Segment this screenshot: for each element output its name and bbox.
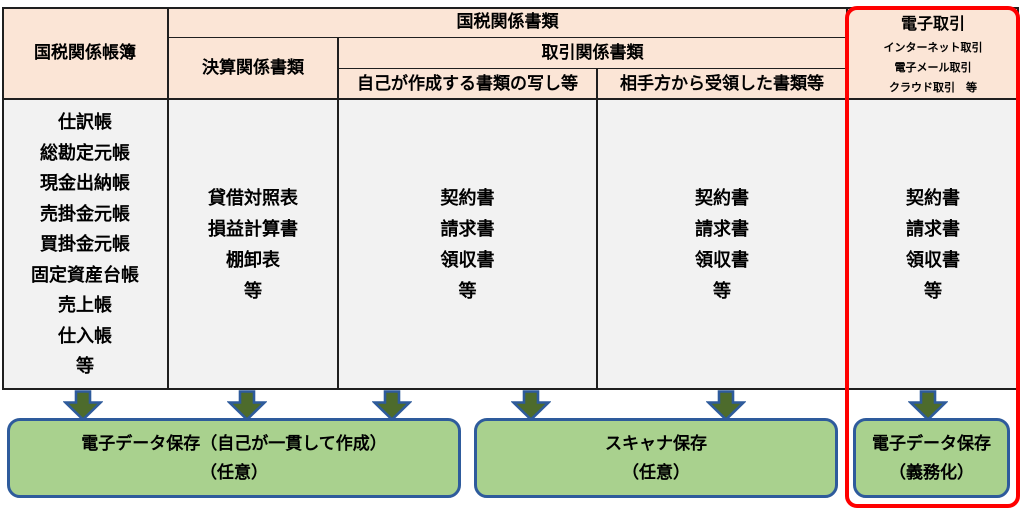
down-arrow-icon bbox=[706, 390, 746, 421]
list-item: 等 bbox=[713, 280, 731, 301]
header-cell-national-tax-documents: 国税関係書類 bbox=[168, 7, 847, 37]
grid-line-horizontal bbox=[338, 67, 847, 69]
electronic-transaction-examples: インターネット取引電子メール取引クラウド取引 等 bbox=[884, 38, 983, 98]
list-item: 総勘定元帳 bbox=[40, 142, 130, 163]
down-arrow-icon bbox=[908, 390, 948, 421]
header-cell-self-created-copies: 自己が作成する書類の写し等 bbox=[338, 68, 597, 99]
grid-line-vertical bbox=[337, 37, 339, 390]
list-item: 契約書 bbox=[695, 187, 749, 208]
list-item: 請求書 bbox=[906, 218, 960, 239]
list-item: クラウド取引 等 bbox=[889, 81, 977, 94]
list-item: 領収書 bbox=[440, 249, 495, 270]
header-label: 相手方から受領した書類等 bbox=[620, 73, 824, 93]
list-item: 仕入帳 bbox=[58, 325, 112, 346]
list-item: 等 bbox=[76, 356, 94, 377]
storage-box-label: 電子データ保存 bbox=[872, 434, 991, 453]
list-item: 買掛金元帳 bbox=[40, 234, 130, 255]
list-item: 貸借対照表 bbox=[208, 187, 298, 208]
header-cell-national-tax-books: 国税関係帳簿 bbox=[2, 7, 168, 99]
storage-box-label: 電子データ保存（自己が一貫して作成） bbox=[81, 434, 387, 453]
down-arrow-icon bbox=[511, 390, 551, 421]
storage-box-label: スキャナ保存 bbox=[605, 434, 707, 453]
down-arrow-icon bbox=[227, 390, 267, 421]
list-item: 仕訳帳 bbox=[58, 112, 112, 133]
storage-box-scanner: スキャナ保存 （任意） bbox=[474, 418, 838, 498]
table-body-background bbox=[2, 99, 1019, 390]
table-header-background bbox=[2, 7, 1019, 99]
list-item: インターネット取引 bbox=[883, 41, 983, 54]
body-cell-received-list: 契約書請求書領収書等 bbox=[597, 99, 847, 390]
body-cell-self-created-list: 契約書請求書領収書等 bbox=[338, 99, 597, 390]
list-item: 請求書 bbox=[440, 218, 495, 239]
header-label: 決算関係書類 bbox=[202, 58, 304, 77]
list-item: 売掛金元帳 bbox=[40, 203, 130, 224]
list-item: 等 bbox=[924, 280, 942, 301]
down-arrow-icon bbox=[63, 390, 103, 421]
list-item: 損益計算書 bbox=[208, 218, 298, 239]
list-item: 領収書 bbox=[695, 249, 749, 270]
list-item: 請求書 bbox=[695, 218, 749, 239]
grid-line-vertical bbox=[167, 7, 169, 390]
list-item: 電子メール取引 bbox=[894, 61, 972, 74]
storage-box-electronic-data-mandatory: 電子データ保存 （義務化） bbox=[853, 418, 1010, 498]
list-item: 等 bbox=[458, 280, 477, 301]
header-cell-received-documents: 相手方から受領した書類等 bbox=[597, 68, 847, 99]
storage-box-sublabel: （義務化） bbox=[889, 463, 974, 482]
header-label: 取引関係書類 bbox=[541, 42, 644, 62]
body-cell-books-list: 仕訳帳総勘定元帳現金出納帳売掛金元帳買掛金元帳固定資産台帳売上帳仕入帳等 bbox=[2, 99, 168, 390]
list-item: 売上帳 bbox=[58, 295, 112, 316]
grid-line-vertical bbox=[596, 68, 598, 390]
header-label: 国税関係書類 bbox=[456, 12, 559, 31]
body-cell-electronic-list: 契約書請求書領収書等 bbox=[847, 99, 1019, 390]
header-label: 電子取引 bbox=[900, 15, 965, 33]
header-label: 自己が作成する書類の写し等 bbox=[357, 73, 578, 93]
list-item: 契約書 bbox=[906, 187, 960, 208]
list-item: 現金出納帳 bbox=[40, 173, 130, 194]
grid-line-horizontal bbox=[2, 98, 1019, 100]
storage-box-sublabel: （任意） bbox=[622, 463, 690, 482]
grid-line-horizontal bbox=[168, 36, 847, 38]
list-item: 等 bbox=[244, 280, 262, 301]
header-cell-electronic-transactions: 電子取引 インターネット取引電子メール取引クラウド取引 等 bbox=[847, 7, 1019, 99]
list-item: 固定資産台帳 bbox=[31, 264, 139, 285]
list-item: 棚卸表 bbox=[226, 249, 280, 270]
list-item: 領収書 bbox=[906, 249, 960, 270]
body-cell-settlement-list: 貸借対照表損益計算書棚卸表等 bbox=[168, 99, 338, 390]
storage-box-sublabel: （任意） bbox=[200, 463, 268, 482]
header-cell-transaction-documents: 取引関係書類 bbox=[338, 37, 847, 68]
storage-box-electronic-data-optional: 電子データ保存（自己が一貫して作成） （任意） bbox=[7, 418, 461, 498]
header-cell-settlement-documents: 決算関係書類 bbox=[168, 37, 338, 99]
down-arrow-icon bbox=[372, 390, 412, 421]
header-label: 国税関係帳簿 bbox=[34, 43, 136, 62]
list-item: 契約書 bbox=[440, 187, 495, 208]
